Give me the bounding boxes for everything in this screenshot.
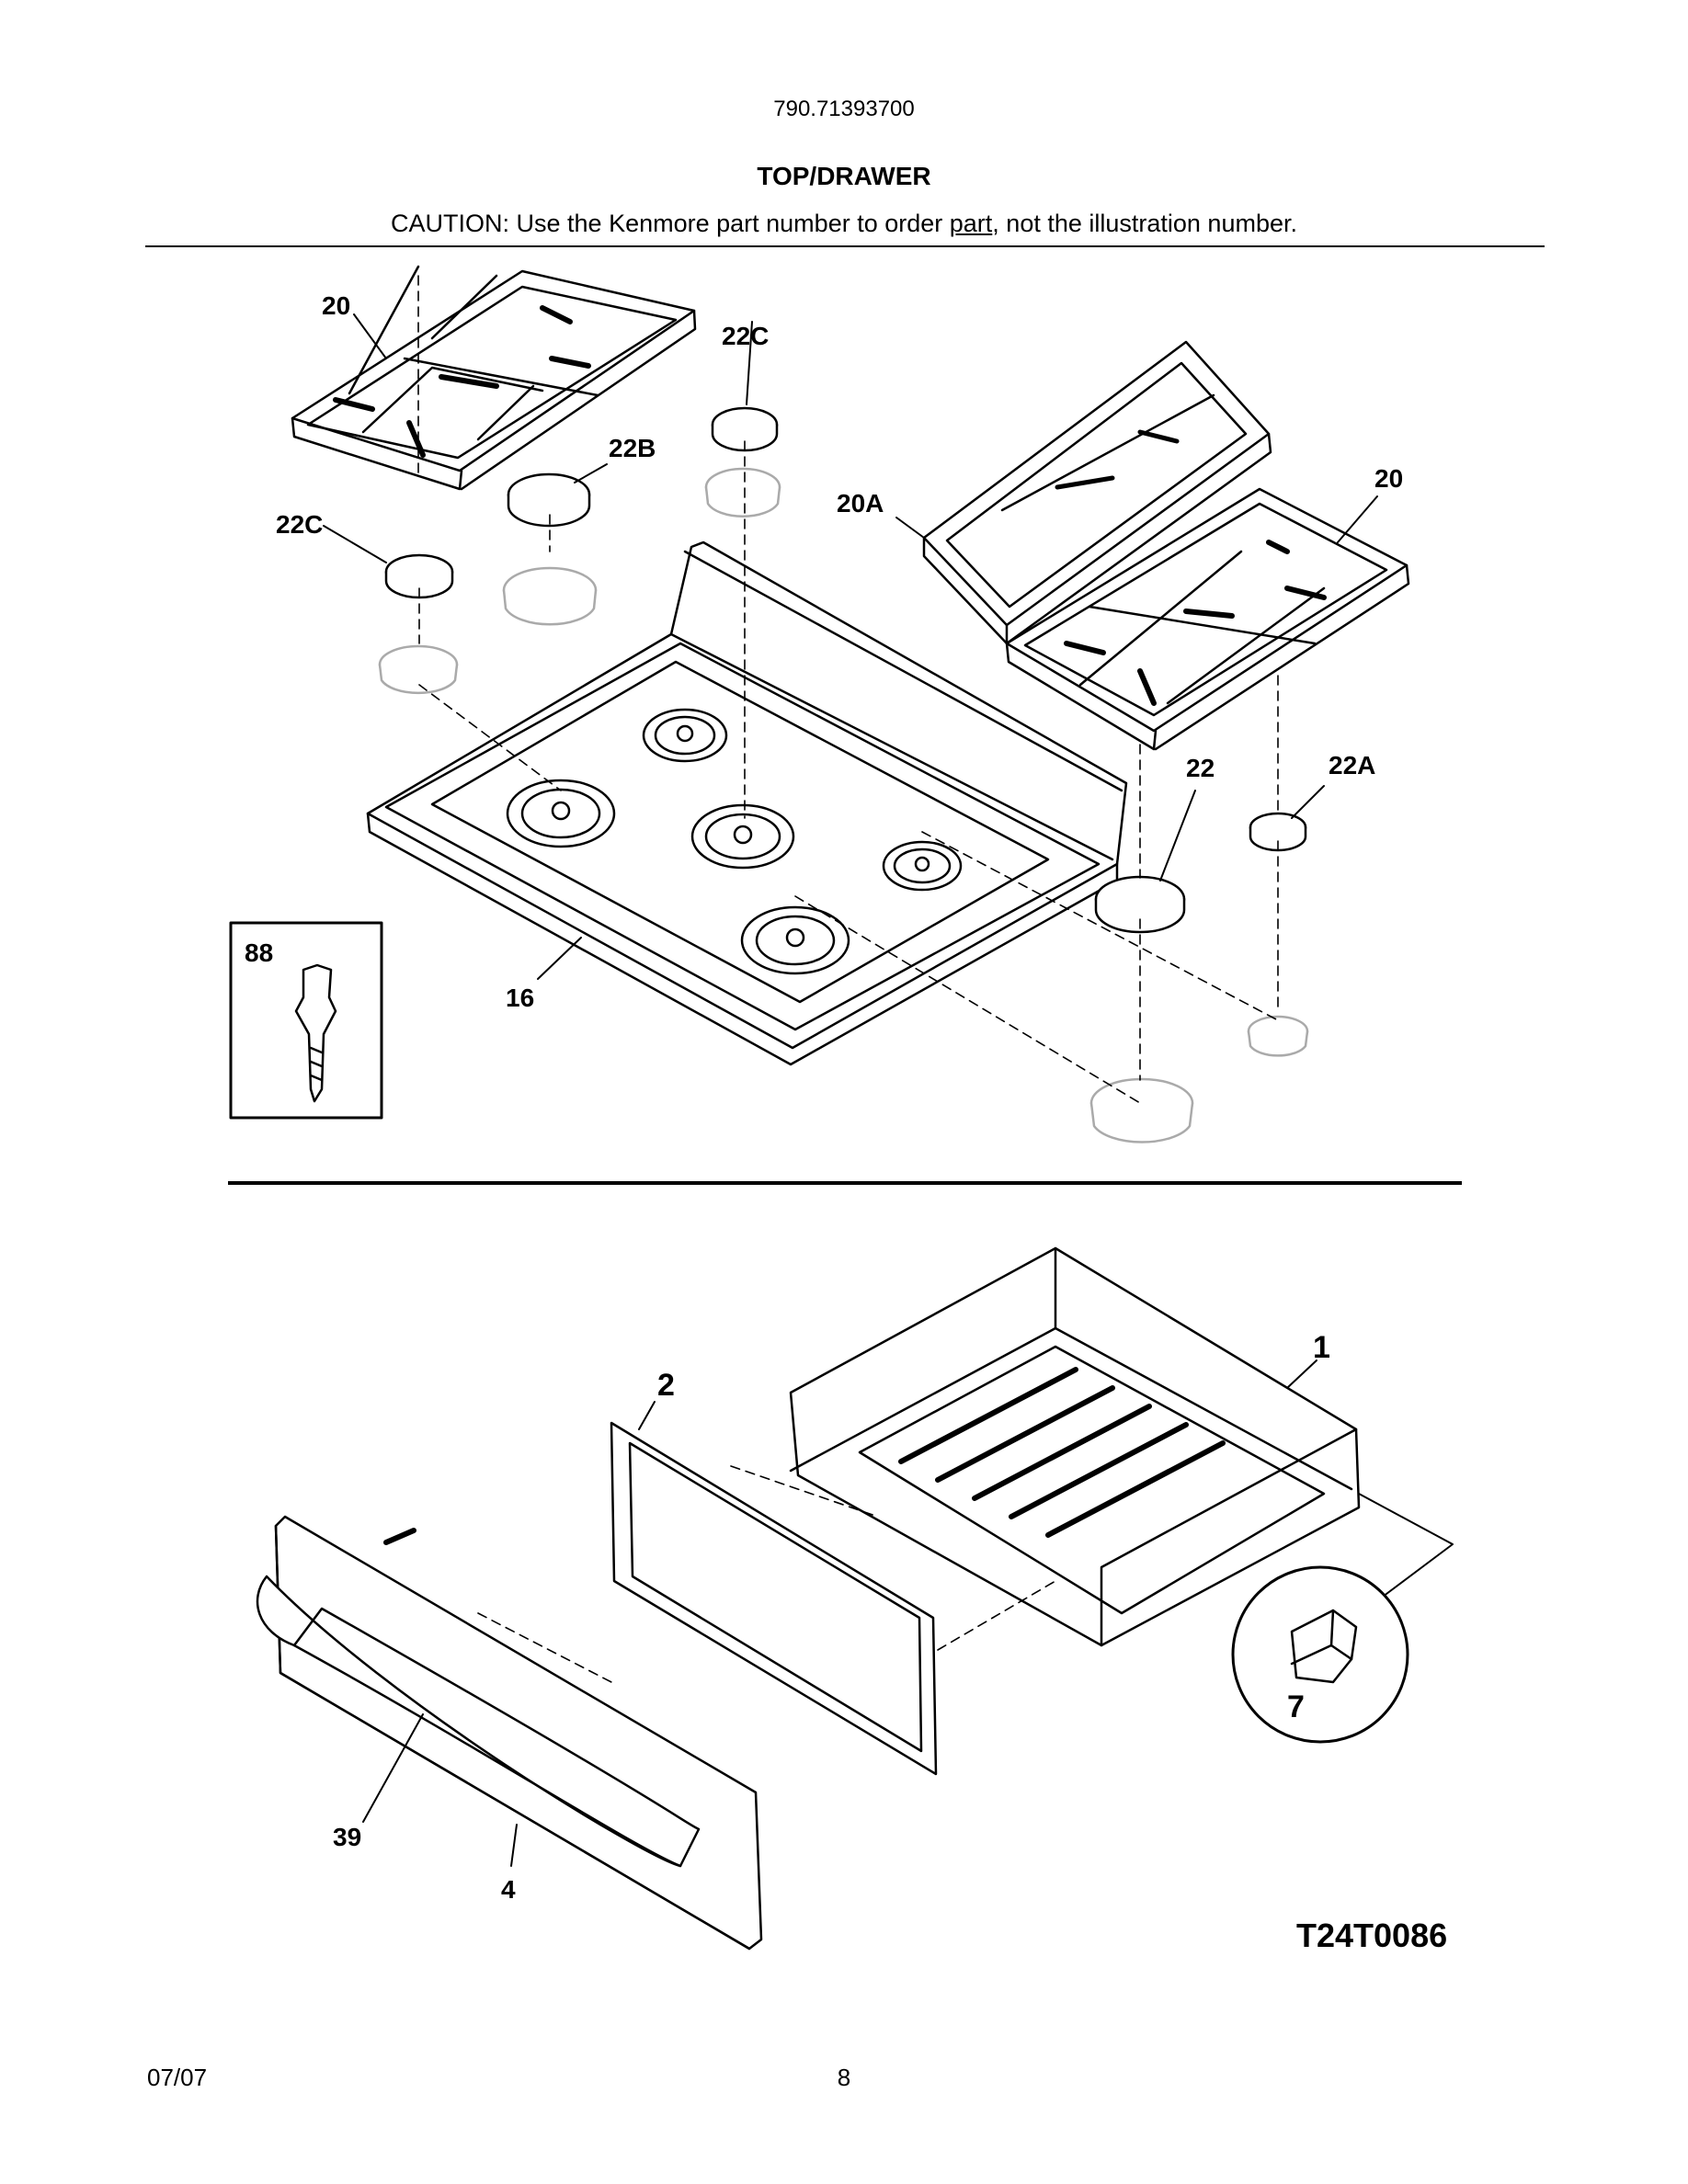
alignment-lines-drawer xyxy=(477,1465,1056,1683)
label-drawer-body: 1 xyxy=(1313,1330,1330,1365)
caution-prefix: CAUTION: Use the Kenmore part number to … xyxy=(391,210,950,237)
grate-center-illustration xyxy=(922,340,1272,645)
label-cap-large: 22 xyxy=(1186,754,1215,782)
leader-lines-top xyxy=(323,313,1378,980)
label-cooktop: 16 xyxy=(506,984,534,1012)
figure-code: T24T0086 xyxy=(1296,1917,1447,1954)
label-cap-left: 22C xyxy=(276,510,323,539)
clip-detail-illustration xyxy=(1231,1565,1409,1744)
grate-right-illustration xyxy=(1005,487,1410,751)
label-cap-small: 22A xyxy=(1329,751,1375,779)
page-number: 8 xyxy=(837,2064,851,2091)
section-title: TOP/DRAWER xyxy=(757,162,931,190)
leader-lines-drawer xyxy=(362,1359,1454,1867)
caution-note: CAUTION: Use the Kenmore part number to … xyxy=(0,210,1688,238)
label-clip: 7 xyxy=(1287,1689,1305,1724)
cooktop-illustration xyxy=(366,540,1128,1066)
label-drawer-front: 4 xyxy=(501,1875,516,1904)
caution-link: part xyxy=(949,210,993,237)
header-divider xyxy=(145,245,1545,247)
label-grate-center: 20A xyxy=(837,489,884,518)
burner-bases-illustration xyxy=(378,467,1309,1143)
label-cap-middle: 22B xyxy=(609,434,656,462)
drawer-front-illustration xyxy=(256,1515,763,1951)
grate-left-illustration xyxy=(291,265,697,491)
label-drawer-panel: 2 xyxy=(657,1368,675,1403)
model-number: 790.71393700 xyxy=(773,97,915,121)
drawer-body-illustration xyxy=(789,1246,1361,1647)
drawer-panel-illustration xyxy=(610,1421,938,1776)
caution-suffix: , not the illustration number. xyxy=(992,210,1297,237)
inset-box-88 xyxy=(229,921,383,1120)
section-divider xyxy=(228,1181,1462,1185)
label-cap-top: 22C xyxy=(722,322,769,350)
alignment-lines-top xyxy=(417,275,1279,1104)
label-inset: 88 xyxy=(245,938,273,967)
label-handle: 39 xyxy=(333,1823,361,1851)
label-grate-right: 20 xyxy=(1374,464,1403,493)
label-grate-left: 20 xyxy=(322,291,350,320)
footer-date: 07/07 xyxy=(147,2064,208,2091)
